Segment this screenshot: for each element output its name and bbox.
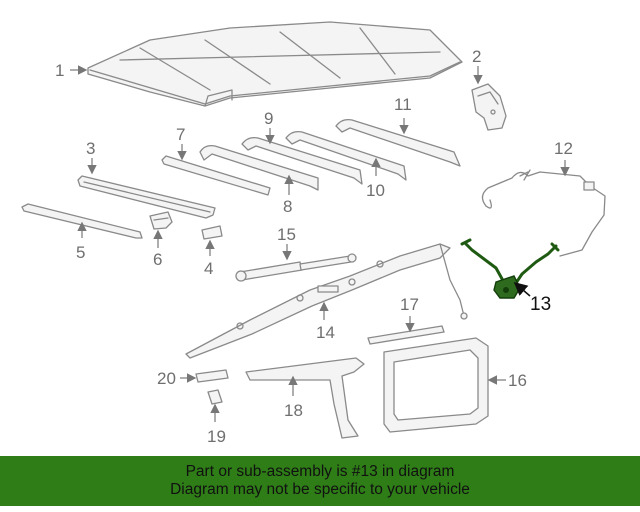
callout-1: 1: [55, 61, 64, 80]
part-11-bow: [335, 118, 461, 167]
parts-diagram: 1 2 3 5 6 4 7 8 9: [21, 21, 606, 446]
banner-line-2: Diagram may not be specific to your vehi…: [170, 481, 470, 498]
callout-3: 3: [86, 139, 95, 158]
callout-2: 2: [472, 47, 481, 66]
callout-14: 14: [316, 323, 335, 342]
callout-12: 12: [554, 139, 573, 158]
callout-11: 11: [394, 95, 412, 114]
callout-7: 7: [176, 125, 185, 144]
part-14-bracket-assembly: [185, 243, 468, 359]
callout-8: 8: [283, 197, 292, 216]
part-9-bow: [241, 136, 363, 185]
part-16-window: [383, 337, 489, 433]
part-3-rail: [77, 175, 216, 219]
part-18-pillar-trim: [245, 357, 365, 439]
callout-17: 17: [400, 295, 419, 314]
leader-13: [513, 282, 531, 297]
callout-20: 20: [157, 369, 176, 388]
part-2-bracket: [471, 83, 507, 131]
part-12-cable: [481, 169, 606, 257]
callout-4: 4: [204, 259, 213, 278]
callout-16: 16: [508, 371, 527, 390]
callout-18: 18: [284, 401, 303, 420]
part-1-roof-panel: [87, 21, 463, 107]
part-7-rail: [161, 155, 271, 196]
part-10-bow: [285, 130, 407, 181]
part-20-clip: [195, 369, 229, 383]
callout-9: 9: [264, 109, 273, 128]
info-banner: Part or sub-assembly is #13 in diagram D…: [0, 456, 640, 506]
part-15-gas-strut: [235, 253, 357, 282]
part-6-clip: [149, 211, 173, 230]
callout-15: 15: [277, 225, 296, 244]
callout-10: 10: [366, 181, 385, 200]
callout-6: 6: [153, 250, 162, 269]
part-13-harness: [460, 238, 560, 299]
part-19-clip: [207, 389, 223, 405]
callout-5: 5: [76, 243, 85, 262]
callout-13: 13: [530, 294, 551, 315]
part-17-strip: [367, 325, 445, 345]
part-4-clip: [201, 225, 223, 240]
callout-19: 19: [207, 427, 226, 446]
banner-line-1: Part or sub-assembly is #13 in diagram: [185, 463, 455, 480]
part-5-weatherstrip: [21, 203, 143, 239]
